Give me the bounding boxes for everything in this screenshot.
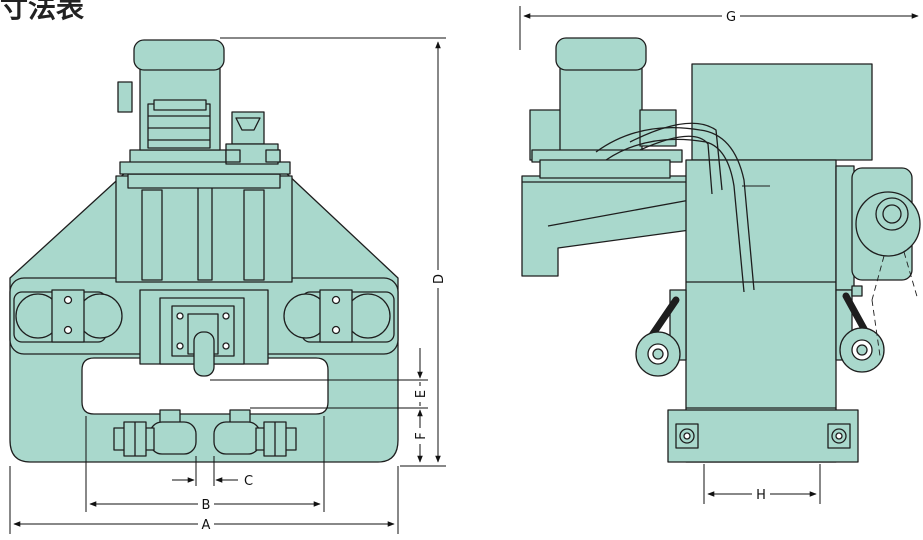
cutter-blade <box>193 331 215 377</box>
hydraulic-motor <box>117 39 225 151</box>
left-lower-jaw <box>113 409 197 457</box>
hydraulic-pipes <box>595 122 755 293</box>
valve-block <box>225 111 281 165</box>
cutter-housing <box>139 289 269 377</box>
side-top-box <box>691 63 873 161</box>
right-lower-jaw <box>213 409 297 457</box>
side-right-roller <box>835 285 885 373</box>
dim-label-g: G <box>726 10 736 25</box>
side-base-platform <box>521 175 691 277</box>
dim-label-d: D <box>432 274 447 284</box>
dim-label-c: C <box>244 474 253 489</box>
side-foot <box>667 409 859 463</box>
dim-label-e: E <box>414 390 429 398</box>
side-view <box>521 37 921 463</box>
front-view <box>9 39 399 463</box>
dim-label-f: F <box>414 432 429 439</box>
right-wheel-assembly <box>283 289 395 343</box>
side-motor <box>529 37 683 179</box>
dim-label-b: B <box>202 498 211 513</box>
side-thin-lines <box>742 185 919 357</box>
dim-label-a: A <box>202 518 211 533</box>
side-left-roller <box>635 289 687 377</box>
side-right-wheel <box>835 165 921 291</box>
page-heading: 寸法表 <box>0 0 85 24</box>
dim-label-h: H <box>756 488 766 503</box>
left-wheel-assembly <box>13 289 123 343</box>
